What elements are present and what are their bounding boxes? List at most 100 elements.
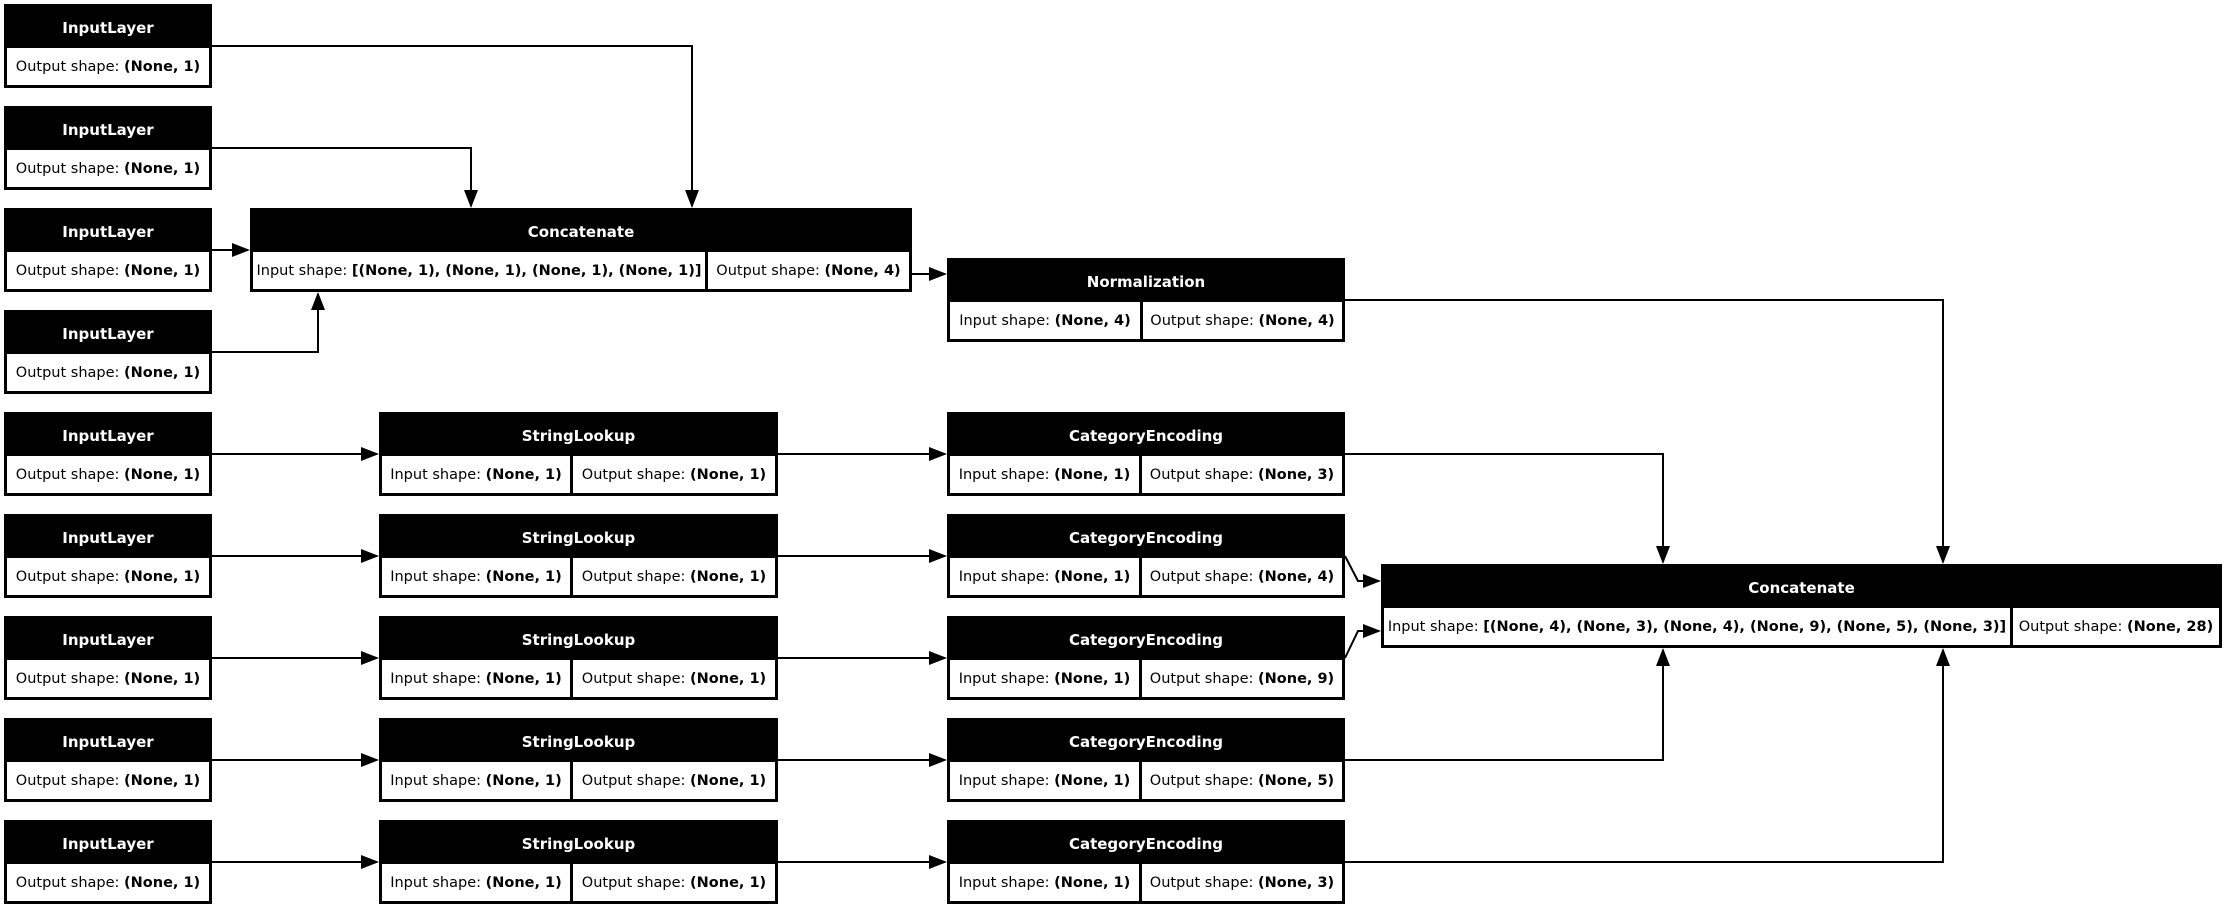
shape-value: (None, 1) xyxy=(690,568,767,585)
shape-cell: Input shape: (None, 1) xyxy=(950,660,1139,697)
shape-label: Input shape: xyxy=(1387,618,1484,635)
shape-value: (None, 4) xyxy=(1054,312,1131,329)
shape-label: Input shape: xyxy=(256,262,352,279)
shape-row: Input shape: (None, 1)Output shape: (Non… xyxy=(382,558,775,595)
layer-type-title: InputLayer xyxy=(62,732,154,751)
shape-label: Input shape: xyxy=(958,772,1055,789)
shape-label: Input shape: xyxy=(390,466,486,483)
shape-value: [(None, 1), (None, 1), (None, 1), (None,… xyxy=(351,262,702,279)
shape-label: Input shape: xyxy=(958,670,1055,687)
shape-row: Input shape: (None, 1)Output shape: (Non… xyxy=(382,456,775,493)
shape-cell: Output shape: (None, 3) xyxy=(1142,456,1342,493)
shape-label: Input shape: xyxy=(959,312,1055,329)
shape-cell: Output shape: (None, 1) xyxy=(573,558,775,595)
shape-value: (None, 1) xyxy=(1054,772,1131,789)
shape-label: Output shape: xyxy=(1149,670,1259,687)
layer-type-title: InputLayer xyxy=(62,18,154,37)
shape-label: Input shape: xyxy=(390,874,486,891)
shape-value: (None, 4) xyxy=(1258,312,1335,329)
shape-value: (None, 9) xyxy=(1258,670,1335,687)
shape-value: (None, 1) xyxy=(124,670,201,687)
shape-cell: Input shape: [(None, 4), (None, 3), (Non… xyxy=(1384,608,2010,645)
edge-category-encoding-5-to-concatenate-2 xyxy=(1345,648,1950,863)
shape-row: Input shape: (None, 4)Output shape: (Non… xyxy=(950,302,1342,339)
shape-row: Input shape: (None, 1)Output shape: (Non… xyxy=(950,558,1342,595)
layer-type-title: StringLookup xyxy=(521,732,636,751)
shape-row: Input shape: (None, 1) Output shape: (Non… xyxy=(382,864,775,901)
shape-cell: Output shape: (None, 1) xyxy=(7,558,209,595)
edge-category-encoding-3-to-concatenate-2 xyxy=(1344,624,1381,659)
shape-value: (None, 1) xyxy=(690,772,767,789)
shape-value: (None, 3) xyxy=(1258,466,1335,483)
shape-value: (None, 1) xyxy=(485,568,562,585)
edge-input-4-to-concatenate-1 xyxy=(212,292,325,353)
shape-cell: Output shape: (None, 28) xyxy=(2013,608,2219,645)
layer-type-title: InputLayer xyxy=(62,528,154,547)
shape-cell: Input shape: (None, 4) xyxy=(950,302,1140,339)
shape-row: Output shape: (None, 1) xyxy=(7,660,209,697)
shape-row: Input shape: (None, 1)Output shape: (Non… xyxy=(382,762,775,799)
shape-cell: Output shape: (None, 5) xyxy=(1142,762,1342,799)
shape-value: (None, 3) xyxy=(1258,874,1335,891)
shape-cell: Input shape: (None, 1) xyxy=(950,864,1139,901)
shape-cell: Output shape: (None, 1) xyxy=(7,48,209,85)
shape-cell: Input shape: [(None, 1), (None, 1), (Non… xyxy=(253,252,705,289)
shape-label: Output shape: xyxy=(581,874,691,891)
shape-label: Output shape: xyxy=(15,58,125,75)
shape-cell: Output shape: (None, 4) xyxy=(708,252,909,289)
shape-value: (None, 4) xyxy=(824,262,901,279)
layer-type-title: InputLayer xyxy=(62,324,154,343)
edge-normalization-to-concatenate-2 xyxy=(1345,299,1950,564)
shape-cell: Input shape: (None, 1) xyxy=(382,558,570,595)
shape-row: Input shape: (None, 1)Output shape: (Non… xyxy=(950,864,1342,901)
shape-label: Output shape: xyxy=(15,772,125,789)
shape-row: Output shape: (None, 1) xyxy=(7,762,209,799)
layer-type-title: CategoryEncoding xyxy=(1068,528,1224,547)
shape-value: (None, 1) xyxy=(690,670,767,687)
shape-cell: Output shape: (None, 1) xyxy=(7,150,209,187)
shape-label: Output shape: xyxy=(15,466,125,483)
shape-row: Output shape: (None, 1) xyxy=(7,558,209,595)
edge-category-encoding-4-to-concatenate-2 xyxy=(1345,648,1670,761)
shape-label: Input shape: xyxy=(958,874,1055,891)
shape-row: Input shape: (None, 1)Output shape: (Non… xyxy=(950,456,1342,493)
shape-value: (None, 1) xyxy=(124,466,201,483)
shape-row: Output shape: (None, 1) xyxy=(7,252,209,289)
shape-value: (None, 5) xyxy=(1258,772,1335,789)
shape-value: [(None, 4), (None, 3), (None, 4), (None,… xyxy=(1483,618,2007,635)
shape-label: Output shape: xyxy=(15,262,125,279)
shape-value: (None, 28) xyxy=(2126,618,2214,635)
layer-type-title: CategoryEncoding xyxy=(1068,426,1224,445)
layer-type-title: Normalization xyxy=(1086,272,1206,291)
layer-type-title: Concatenate xyxy=(527,222,635,241)
shape-label: Input shape: xyxy=(958,466,1055,483)
shape-cell: Output shape: (None, 1) xyxy=(573,660,775,697)
layer-type-title: StringLookup xyxy=(521,630,636,649)
shape-cell: Output shape: (None, 1) xyxy=(7,252,209,289)
shape-value: (None, 1) xyxy=(124,58,201,75)
shape-cell: Output shape: (None, 1) xyxy=(573,762,775,799)
shape-value: (None, 1) xyxy=(690,874,767,891)
shape-cell: Input shape: (None, 1) xyxy=(950,456,1139,493)
shape-cell: Input shape: (None, 1) xyxy=(382,864,570,901)
shape-cell: Input shape: (None, 1) xyxy=(950,558,1139,595)
shape-label: Output shape: xyxy=(581,670,691,687)
shape-row: Input shape: (None, 1) Output shape: (Non… xyxy=(950,762,1342,799)
shape-value: (None, 1) xyxy=(124,262,201,279)
